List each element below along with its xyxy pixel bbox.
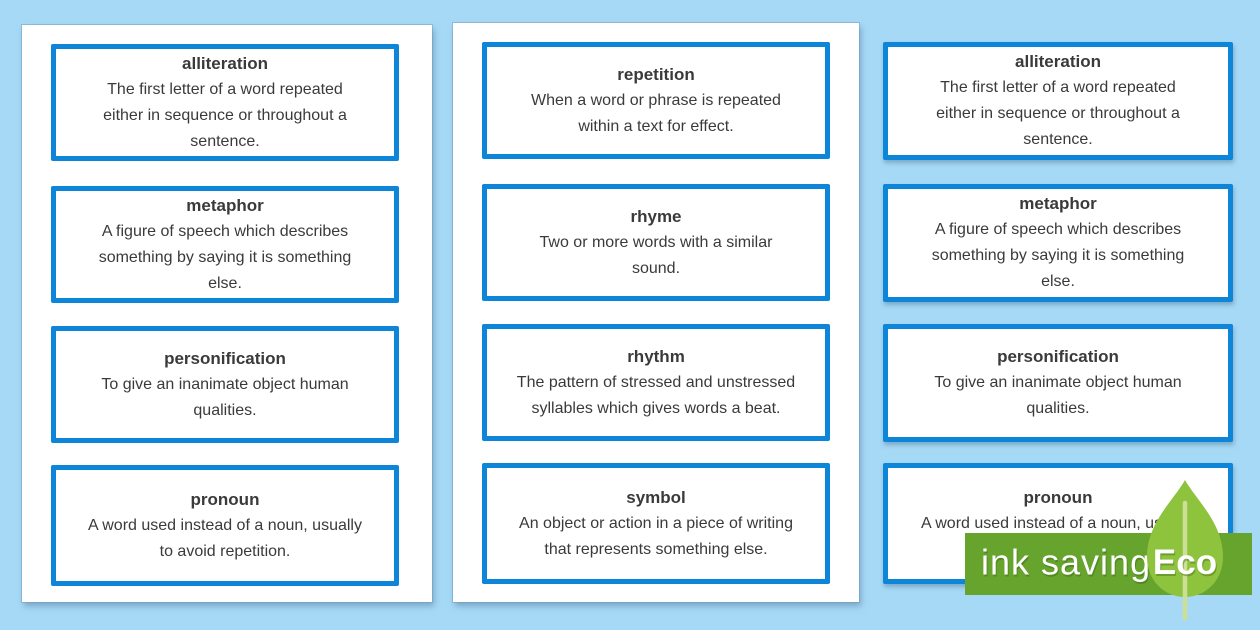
glossary-card-rhyme: rhyme Two or more words with a similar s… (482, 184, 830, 301)
glossary-card-personification: personification To give an inanimate obj… (51, 326, 399, 443)
card-definition: When a word or phrase is repeated within… (531, 91, 781, 135)
card-definition: A word used instead of a noun, usually t… (88, 516, 362, 560)
card-definition: The pattern of stressed and unstressed s… (516, 373, 796, 417)
glossary-card-rhythm: rhythm The pattern of stressed and unstr… (482, 324, 830, 441)
card-term: pronoun (190, 489, 260, 509)
card-term: personification (164, 348, 286, 368)
glossary-card-symbol: symbol An object or action in a piece of… (482, 463, 830, 584)
card-term: alliteration (182, 53, 268, 73)
worksheet-page-1: alliteration The first letter of a word … (22, 25, 432, 602)
card-term: metaphor (1019, 194, 1097, 213)
card-definition: A figure of speech which describes somet… (931, 221, 1185, 290)
eco-badge: Eco (1152, 543, 1218, 582)
card-definition: To give an inanimate object human qualit… (101, 375, 349, 419)
card-definition: The first letter of a word repeated eith… (936, 79, 1180, 148)
ink-saving-label: ink saving (981, 541, 1152, 583)
card-definition: The first letter of a word repeated eith… (103, 80, 347, 150)
glossary-card-personification-2: personification To give an inanimate obj… (883, 324, 1233, 442)
eco-leaf-icon (1147, 480, 1223, 621)
card-definition: A figure of speech which describes somet… (98, 222, 352, 292)
card-definition: An object or action in a piece of writin… (519, 514, 793, 558)
glossary-card-metaphor-2: metaphor A figure of speech which descri… (883, 184, 1233, 302)
card-definition: To give an inanimate object human qualit… (934, 374, 1182, 417)
card-term: alliteration (1015, 52, 1101, 71)
glossary-card-metaphor: metaphor A figure of speech which descri… (51, 186, 399, 303)
card-term: pronoun (1023, 487, 1093, 507)
worksheet-page-2: repetition When a word or phrase is repe… (453, 23, 859, 602)
card-term: personification (997, 347, 1119, 366)
glossary-card-repetition: repetition When a word or phrase is repe… (482, 42, 830, 159)
card-term: symbol (626, 487, 686, 507)
card-term: rhythm (627, 346, 685, 366)
glossary-card-pronoun: pronoun A word used instead of a noun, u… (51, 465, 399, 586)
card-term: repetition (617, 64, 695, 84)
glossary-card-alliteration: alliteration The first letter of a word … (51, 44, 399, 161)
card-definition: Two or more words with a similar sound. (539, 233, 773, 277)
glossary-card-alliteration-2: alliteration The first letter of a word … (883, 42, 1233, 160)
card-term: metaphor (186, 195, 264, 215)
card-term: rhyme (630, 206, 682, 226)
